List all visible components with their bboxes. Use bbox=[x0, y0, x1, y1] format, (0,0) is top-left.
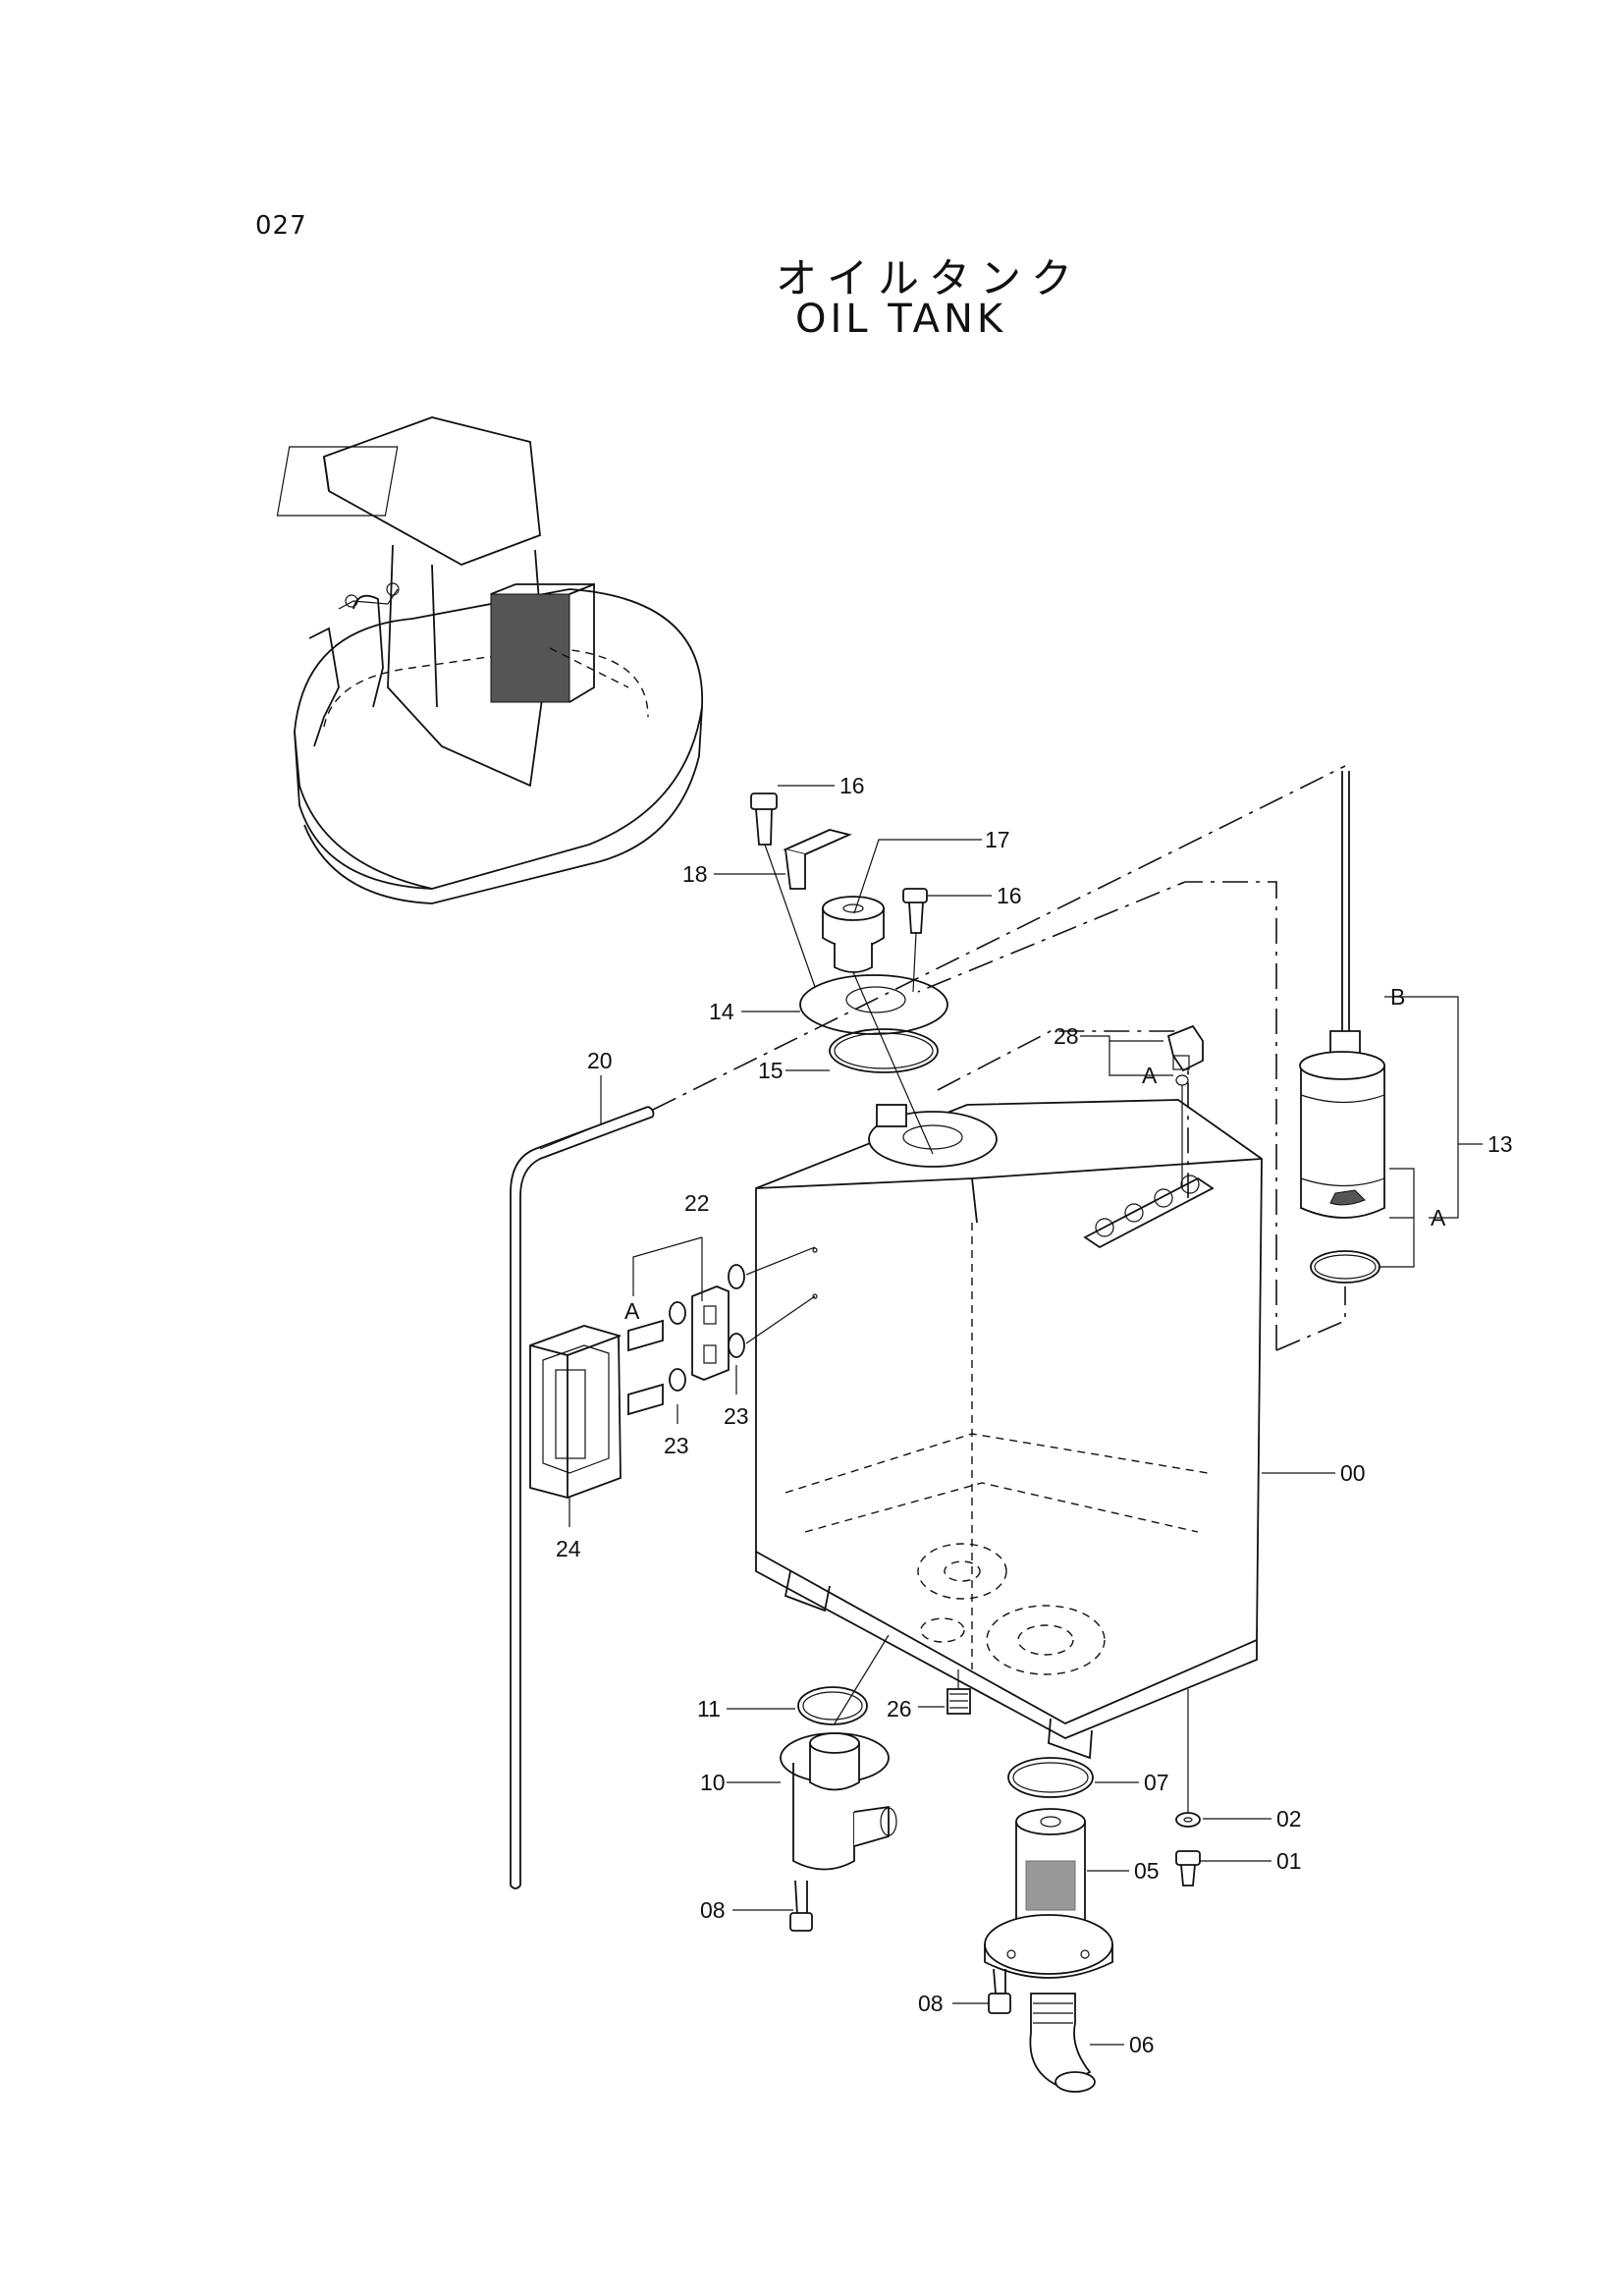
callout-labels: 16 17 18 16 14 15 20 28 A B 13 A 22 A 23… bbox=[556, 773, 1513, 2057]
level-gauge-assembly bbox=[627, 1246, 816, 1416]
strainer-assembly bbox=[984, 1689, 1201, 2093]
leader-lines bbox=[539, 785, 1483, 2046]
callout-07: 07 bbox=[1144, 1770, 1169, 1795]
filter-assembly-13 bbox=[1299, 771, 1385, 1284]
callout-28: 28 bbox=[1054, 1023, 1079, 1049]
callout-14: 14 bbox=[709, 999, 734, 1024]
callout-24: 24 bbox=[556, 1536, 581, 1561]
callout-b: B bbox=[1390, 984, 1405, 1010]
fitting-28 bbox=[1166, 1024, 1204, 1188]
callout-18: 18 bbox=[682, 861, 708, 887]
callout-20: 20 bbox=[587, 1048, 613, 1073]
suction-assembly bbox=[780, 1634, 971, 1932]
title-english: OIL TANK bbox=[795, 297, 1007, 342]
oil-tank-body bbox=[755, 1099, 1263, 1760]
callout-11: 11 bbox=[697, 1696, 721, 1722]
callout-22: 22 bbox=[684, 1190, 710, 1216]
callout-05: 05 bbox=[1134, 1858, 1160, 1884]
callout-26: 26 bbox=[887, 1696, 912, 1722]
assembly-chain-lines bbox=[652, 765, 1346, 1351]
callout-15: 15 bbox=[758, 1058, 784, 1083]
callout-00: 00 bbox=[1340, 1460, 1366, 1486]
callout-16-upper: 16 bbox=[839, 773, 865, 798]
title-japanese: オイルタンク bbox=[776, 254, 1083, 302]
callout-a-filter: A bbox=[1431, 1205, 1446, 1230]
callout-a-fitting: A bbox=[1142, 1063, 1158, 1088]
callout-13: 13 bbox=[1488, 1131, 1513, 1157]
callout-16-lower: 16 bbox=[997, 883, 1022, 908]
callout-17: 17 bbox=[985, 827, 1010, 852]
cover-plate-24 bbox=[529, 1325, 622, 1499]
callout-02: 02 bbox=[1276, 1806, 1302, 1831]
callout-08-right: 08 bbox=[918, 1991, 944, 2016]
top-cover-assembly bbox=[750, 793, 948, 1155]
callout-01: 01 bbox=[1276, 1848, 1302, 1874]
callout-a-gauge: A bbox=[624, 1298, 640, 1324]
machine-overview-illustration bbox=[276, 416, 703, 904]
page-number: 027 bbox=[255, 211, 307, 241]
callout-10: 10 bbox=[700, 1770, 726, 1795]
callout-08-left: 08 bbox=[700, 1897, 726, 1923]
callout-23-left: 23 bbox=[664, 1433, 689, 1458]
callout-06: 06 bbox=[1129, 2032, 1155, 2057]
pipe-20 bbox=[510, 1106, 655, 1889]
callout-23-right: 23 bbox=[724, 1403, 749, 1429]
